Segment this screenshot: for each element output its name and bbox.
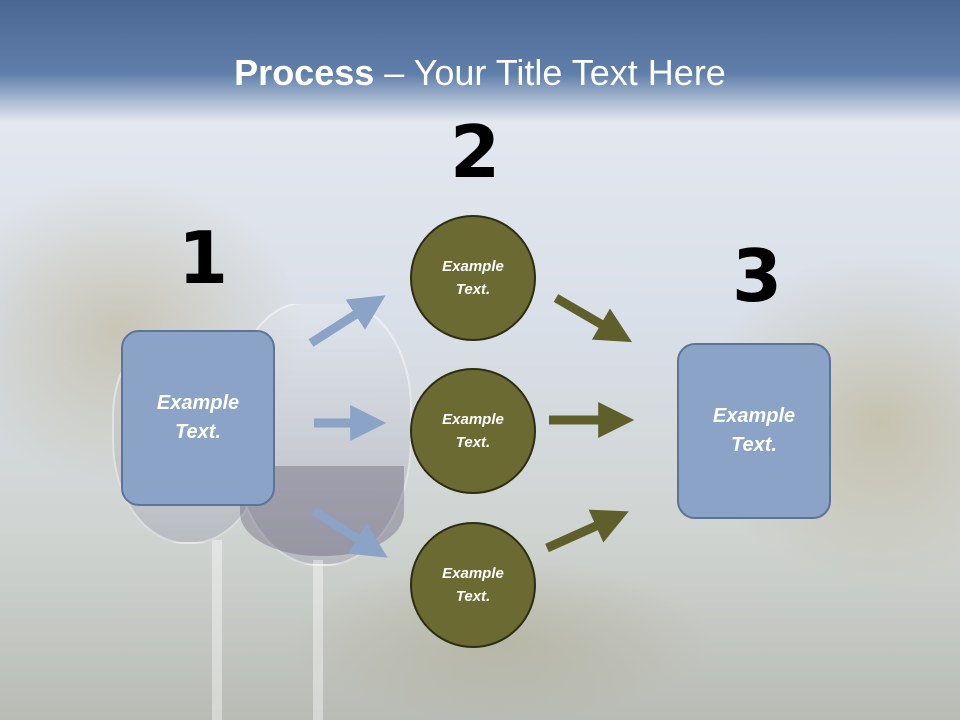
title-band xyxy=(0,0,960,122)
step-2-circle-top: Example Text. xyxy=(410,215,536,341)
step-1-text: Example Text. xyxy=(156,392,240,443)
slide-title: Process – Your Title Text Here xyxy=(0,52,960,94)
arrow-1-to-bottom xyxy=(311,507,388,558)
arrow-bottom-to-3 xyxy=(545,509,629,553)
glass-stem xyxy=(313,560,323,720)
step-2-circle-middle: Example Text. xyxy=(410,368,536,494)
step-number-1: 1 xyxy=(178,216,229,300)
step-3-box: Example Text. xyxy=(677,343,831,519)
step-number-2: 2 xyxy=(450,110,501,194)
step-number-3: 3 xyxy=(732,234,783,318)
step-2-circle-bottom: Example Text. xyxy=(410,522,536,648)
circle-middle-text: Example Text. xyxy=(442,411,504,451)
title-bold: Process xyxy=(234,52,375,93)
step-3-text: Example Text. xyxy=(712,405,796,456)
arrow-top-to-3 xyxy=(553,294,633,343)
circle-top-text: Example Text. xyxy=(442,258,504,298)
arrow-1-to-top xyxy=(308,295,386,347)
glass-stem xyxy=(212,540,222,720)
step-1-box: Example Text. xyxy=(121,330,275,506)
title-rest: – Your Title Text Here xyxy=(374,52,726,93)
circle-bottom-text: Example Text. xyxy=(442,565,504,605)
